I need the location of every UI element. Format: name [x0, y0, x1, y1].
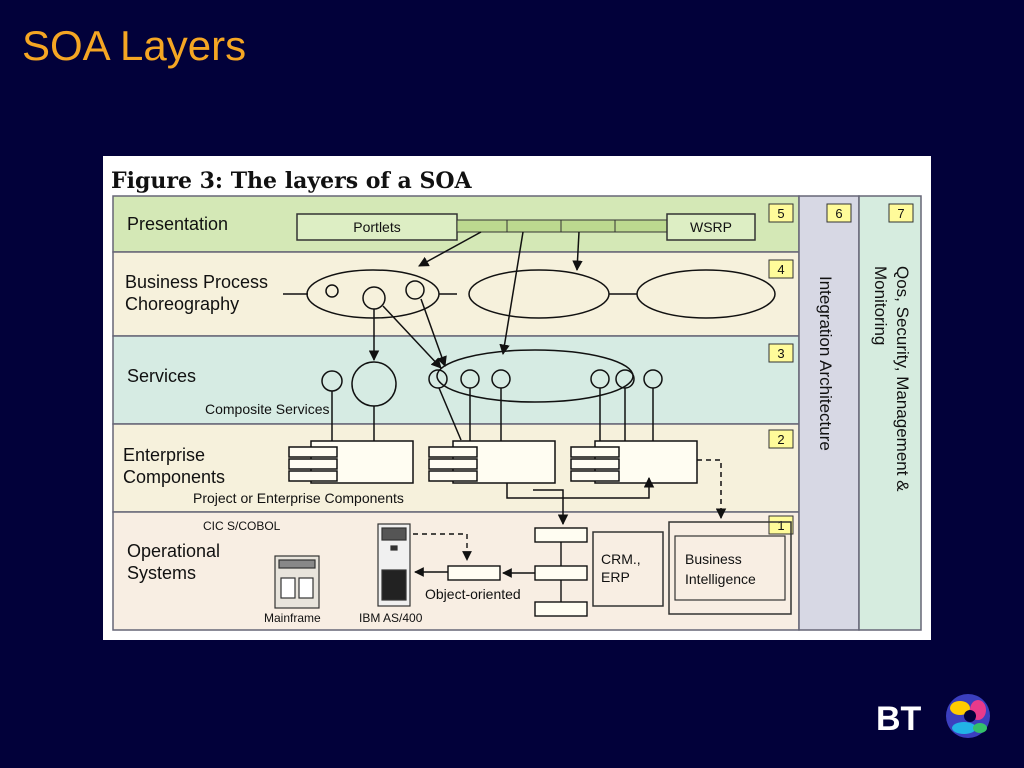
crm-erp-box: CRM.,ERP — [592, 531, 664, 607]
layer-number-6: 6 — [826, 203, 852, 223]
layer-number-2: 2 — [768, 429, 794, 449]
portlets-bar: Portlets WSRP — [296, 213, 756, 241]
wsrp-label: WSRP — [690, 219, 732, 235]
cics-cobol-label: CIC S/COBOL — [203, 519, 281, 533]
svg-text:4: 4 — [777, 262, 784, 277]
layer-integration — [798, 195, 860, 631]
object-oriented-components — [447, 527, 588, 617]
bt-logo-text: BT — [876, 700, 922, 738]
layer-number-3: 3 — [768, 343, 794, 363]
composite-services-label: Composite Services — [205, 401, 330, 417]
svg-text:7: 7 — [897, 206, 904, 221]
mainframe-label: Mainframe — [264, 611, 321, 625]
layer-number-1: 1 — [768, 515, 794, 535]
bt-piper-icon — [946, 694, 990, 738]
layer-number-7: 7 — [888, 203, 914, 223]
svg-text:6: 6 — [835, 206, 842, 221]
layer-label-qos: Qos, Security, Management &Monitoring — [871, 266, 912, 492]
slide-title: SOA Layers — [22, 22, 247, 69]
layer-number-5: 5 — [768, 203, 794, 223]
layer-label-integration: Integration Architecture — [816, 276, 835, 451]
svg-text:5: 5 — [777, 206, 784, 221]
soa-layers-figure: Figure 3: The layers of a SOA Presentati… — [103, 156, 931, 640]
svg-text:2: 2 — [777, 432, 784, 447]
figure-caption: Figure 3: The layers of a SOA — [111, 168, 473, 194]
layer-number-4: 4 — [768, 259, 794, 279]
ibm-label: IBM AS/400 — [359, 611, 423, 625]
layer-qos — [858, 195, 922, 631]
svg-text:1: 1 — [777, 518, 784, 533]
enterprise-links — [506, 459, 727, 526]
portlets-label: Portlets — [353, 219, 400, 235]
object-oriented-label: Object-oriented — [425, 586, 521, 602]
flow-arrows — [368, 231, 583, 441]
svg-text:CRM.,ERP: CRM.,ERP — [601, 551, 641, 585]
svg-text:3: 3 — [777, 346, 784, 361]
layer-label-presentation: Presentation — [127, 214, 228, 234]
object-links — [413, 533, 562, 602]
mainframe-icon — [274, 555, 320, 609]
project-components-label: Project or Enterprise Components — [193, 490, 404, 506]
bt-logo: BT — [876, 686, 996, 746]
ibm-server-icon — [377, 523, 411, 607]
layer-label-services: Services — [127, 366, 196, 386]
process-choreography — [283, 269, 776, 319]
enterprise-components — [288, 440, 698, 484]
layer-services — [112, 335, 800, 425]
composite-services — [321, 349, 663, 441]
